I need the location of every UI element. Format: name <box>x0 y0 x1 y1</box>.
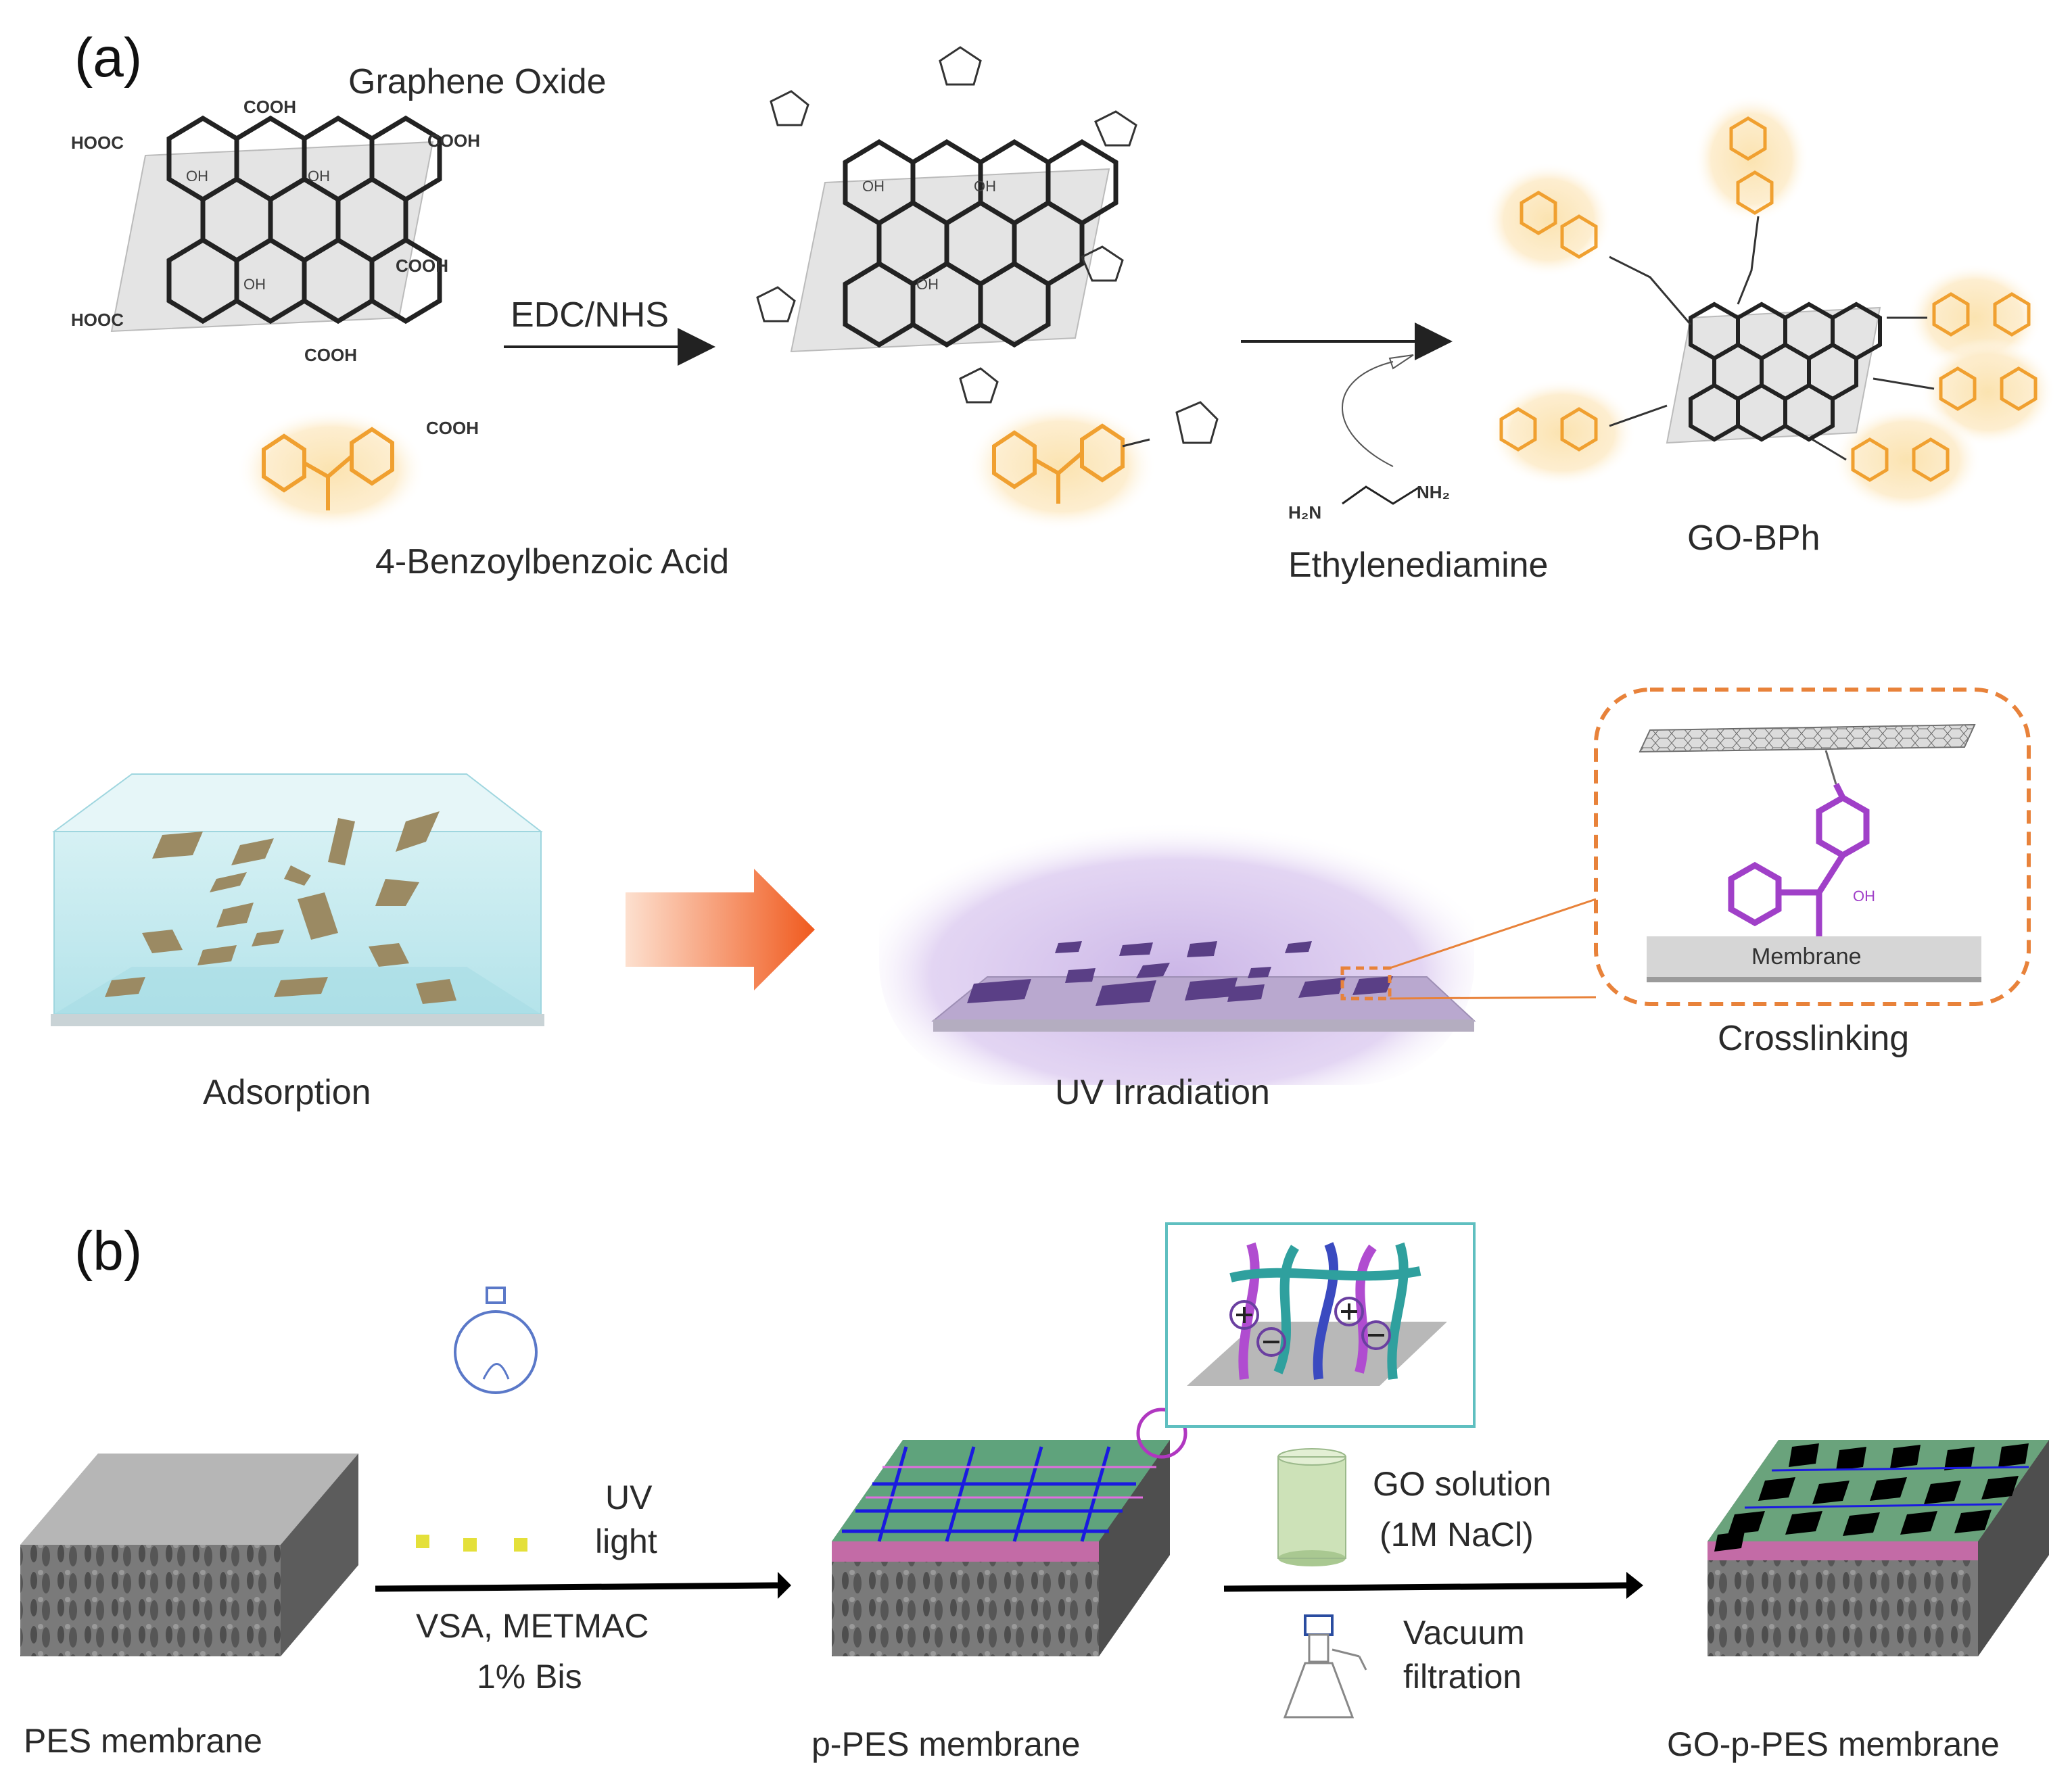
edc-nhs-label: EDC/NHS <box>511 295 669 335</box>
activated-benzoyl-ester <box>967 401 1219 531</box>
filtration-label: filtration <box>1403 1658 1522 1696</box>
nhs-activated-graphene <box>756 46 1137 404</box>
cooh-right-label: COOH <box>427 130 480 151</box>
vacuum-label: Vacuum <box>1403 1614 1525 1652</box>
cooh-mid-label: COOH <box>396 256 448 276</box>
uv-arrow-head <box>778 1572 791 1599</box>
oh-label-3: OH <box>243 276 266 293</box>
inset-membrane-label: Membrane <box>1751 944 1862 969</box>
uv-label: UV <box>605 1479 653 1516</box>
h2n-label: H₂N <box>1288 502 1322 523</box>
cooh-bottom-label: COOH <box>304 345 357 365</box>
adsorption-label: Adsorption <box>203 1073 371 1112</box>
go-solution-beaker-icon <box>1277 1448 1346 1566</box>
ethylenediamine-label: Ethylenediamine <box>1288 546 1549 585</box>
reagent-curve-arrow <box>1342 361 1394 467</box>
nacl-label: (1M NaCl) <box>1380 1516 1534 1554</box>
go-p-pes-membrane-label: GO-p-PES membrane <box>1667 1725 2000 1763</box>
crosslinking-inset <box>1594 688 2031 1006</box>
p-pes-membrane-label: p-PES membrane <box>811 1725 1081 1763</box>
ethylenediamine-structure <box>1342 485 1421 505</box>
go-bph-structure <box>1484 95 2056 514</box>
pes-membrane-label: PES membrane <box>24 1722 262 1760</box>
orange-process-arrow <box>626 869 815 990</box>
nh2-label: NH₂ <box>1417 482 1451 502</box>
cooh-acid-label: COOH <box>426 418 479 438</box>
oh-label-2: OH <box>308 168 330 185</box>
uv-polymerization-arrow <box>375 1582 778 1592</box>
go-p-pes-membrane-block <box>1708 1440 2049 1656</box>
graphene-oxide-label: Graphene Oxide <box>348 62 607 101</box>
benzoylbenzoic-acid-label: 4-Benzoylbenzoic Acid <box>375 542 730 581</box>
light-bulb-icon <box>416 1287 538 1552</box>
go-filtration-arrow <box>1223 1582 1627 1592</box>
crosslinking-label: Crosslinking <box>1718 1019 1910 1058</box>
inset-oh-label: OH <box>1853 888 1875 905</box>
graphene-oxide-structure <box>110 115 442 333</box>
panel-label-a: (a) <box>74 27 143 89</box>
reagent-curve-head <box>1388 354 1414 370</box>
benzoylbenzoic-acid-structure <box>237 409 426 531</box>
oh-label-4: OH <box>862 178 885 195</box>
pes-membrane-block <box>20 1454 358 1656</box>
panel-label-b: (b) <box>74 1220 143 1282</box>
p-pes-membrane-block <box>832 1408 1187 1656</box>
bis-label: 1% Bis <box>477 1658 582 1696</box>
adsorption-tank <box>51 773 544 1026</box>
cooh-top-label: COOH <box>243 97 296 117</box>
uv-irradiation-label: UV Irradiation <box>1055 1073 1270 1112</box>
vacuum-filtration-icon <box>1283 1614 1367 1719</box>
go-bph-label: GO-BPh <box>1687 519 1820 558</box>
uv-irradiation-scene <box>879 808 1597 1085</box>
hooc-left-label: HOOC <box>71 133 124 153</box>
oh-label-1: OH <box>186 168 208 185</box>
light-label: light <box>595 1522 657 1560</box>
vsa-metmac-label: VSA, METMAC <box>416 1607 649 1645</box>
oh-label-6: OH <box>916 276 939 293</box>
polyelectrolyte-inset <box>1165 1222 1476 1428</box>
hooc-bottom-label: HOOC <box>71 310 124 330</box>
oh-label-5: OH <box>974 178 996 195</box>
filtration-arrow-head <box>1626 1572 1643 1599</box>
go-solution-label: GO solution <box>1373 1465 1552 1503</box>
